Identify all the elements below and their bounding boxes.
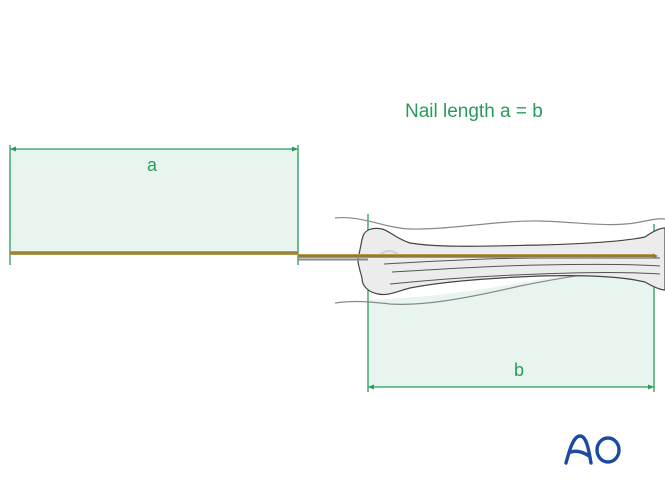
diagram-title: Nail length a = b (405, 101, 543, 122)
dimension-b (367, 214, 655, 392)
nail (10, 251, 658, 261)
dimension-a (9, 145, 299, 265)
dimension-b-label: b (514, 360, 525, 380)
ao-logo-icon (564, 434, 621, 465)
dimension-a-label: a (147, 155, 158, 175)
